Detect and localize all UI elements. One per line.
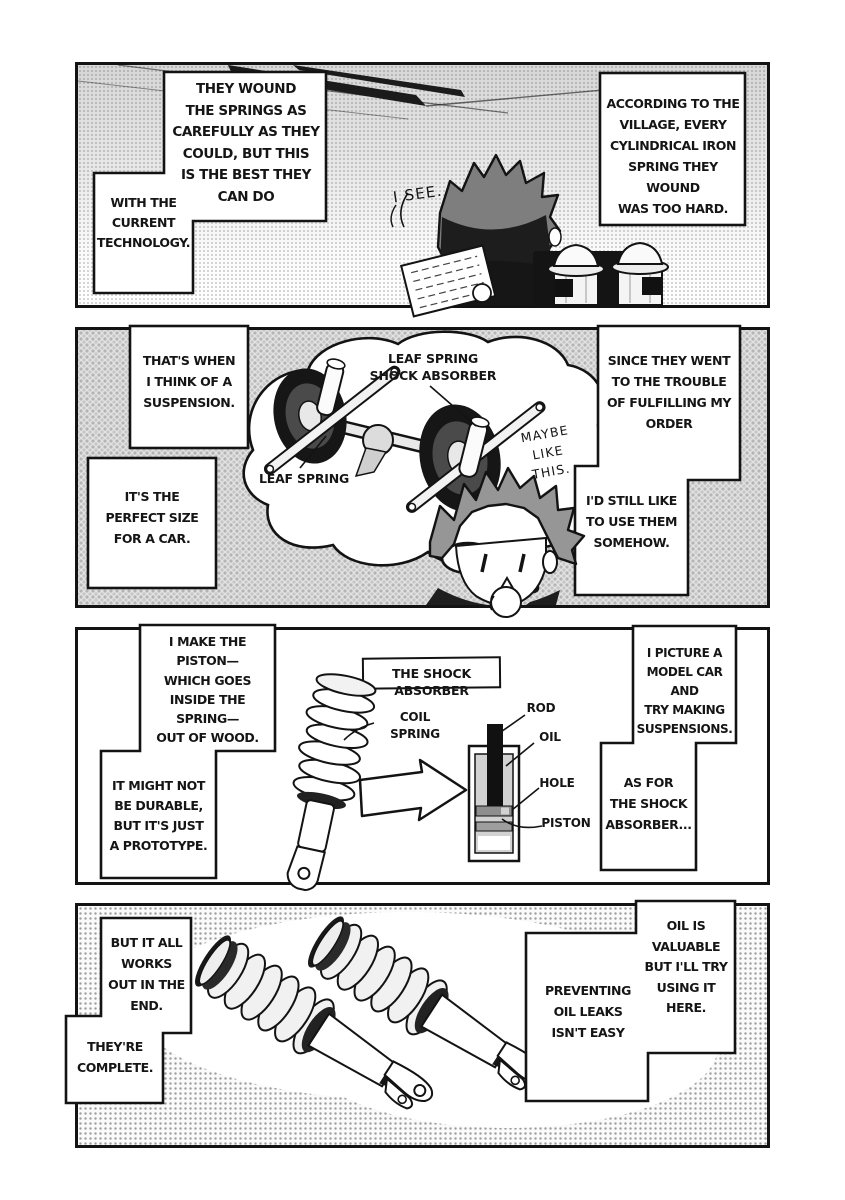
- motion-line: [400, 192, 409, 228]
- speech-text-technology: WITH THE CURRENT TECHNOLOGY.: [96, 195, 191, 250]
- label-pointer: [299, 435, 327, 469]
- label-pointer: [429, 385, 477, 427]
- diagram-label-leaf-spring: LEAF SPRING: [258, 471, 350, 486]
- speech-text-perfect-size: IT'S THE PERFECT SIZE FOR A CAR.: [105, 489, 199, 546]
- speech-text-according: ACCORDING TO THE VILLAGE, EVERY CYLINDRI…: [606, 96, 740, 216]
- speech-text-piston-wood: I MAKE THE PISTON— WHICH GOES INSIDE THE…: [156, 634, 259, 746]
- panel-3: I MAKE THE PISTON— WHICH GOES INSIDE THE…: [75, 623, 770, 892]
- pointer-lines: [343, 714, 543, 829]
- hair: [428, 466, 586, 566]
- big-arrow: [358, 758, 468, 822]
- speech-text-oil-leaks: PREVENTING OIL LEAKS ISN'T EASY: [545, 983, 631, 1040]
- eye-right: [518, 553, 526, 573]
- boy-reading-back-view: [390, 153, 564, 318]
- speech-text-prototype: IT MIGHT NOT BE DURABLE, BUT IT'S JUST A…: [109, 778, 208, 853]
- diagram-title: THE SHOCK ABSORBER: [391, 666, 472, 698]
- speech-bubble-model-asfor: [599, 624, 738, 872]
- panel-2-art: [86, 324, 742, 618]
- eye-left: [480, 553, 488, 573]
- shoulder: [426, 588, 488, 605]
- diagram-label-oil: OIL: [539, 730, 561, 744]
- speech-bubble-since-still: [573, 324, 742, 597]
- speech-text-works-out: BUT IT ALL WORKS OUT IN THE END.: [108, 935, 185, 1013]
- hole-gap: [501, 807, 509, 815]
- rod: [487, 724, 503, 806]
- thumb: [489, 595, 495, 611]
- speech-bubble-thats-when: [128, 324, 250, 450]
- panel-1: THEY WOUND THE SPRINGS AS CAREFULLY AS T…: [75, 62, 770, 318]
- coil-spring-drawing: [286, 673, 377, 892]
- panel-4-art: [64, 899, 737, 1129]
- shock-cylinder-left: [316, 358, 346, 417]
- speech-text-wound: THEY WOUND THE SPRINGS AS CAREFULLY AS T…: [172, 81, 320, 205]
- diagram-label-leaf-spring-shock-absorber: LEAF SPRING SHOCK ABSORBER: [369, 351, 497, 383]
- paper: [399, 244, 497, 318]
- diagram-title-box: [361, 656, 502, 690]
- speech-bubble-wound-technology: [92, 70, 328, 295]
- speech-bubble-works-complete: [64, 916, 193, 1105]
- iron-springs: [533, 241, 669, 306]
- piston-upper: [475, 805, 513, 817]
- sfx-maybe-like-this: MAYBE LIKE THIS.: [519, 422, 572, 482]
- speech-text-model-car: I PICTURE A MODEL CAR AND TRY MAKING SUS…: [636, 646, 733, 736]
- axle-cone: [354, 447, 388, 478]
- speech-text-thats-when: THAT'S WHEN I THINK OF A SUSPENSION.: [142, 353, 236, 410]
- speech-text-complete: THEY'RE COMPLETE.: [76, 1039, 154, 1075]
- shock-absorber-cross-section: [467, 724, 521, 863]
- ear: [542, 550, 558, 574]
- panel-1-art: [77, 64, 747, 318]
- panel-3-art: [99, 623, 738, 892]
- diagram-label-piston: PISTON: [541, 816, 591, 830]
- shoulder: [526, 590, 560, 605]
- diagram-label-hole: HOLE: [539, 776, 575, 790]
- spring-cylinder: [611, 241, 669, 306]
- shock-cylinder-right: [458, 416, 490, 478]
- leaf-spring-left: [263, 365, 401, 475]
- piston-lower: [475, 821, 513, 832]
- diagram-label-coil-spring: COIL SPRING: [390, 710, 440, 741]
- panel-4: BUT IT ALL WORKS OUT IN THE END. THEY'RE…: [64, 899, 770, 1148]
- speech-text-still-use: I'D STILL LIKE TO USE THEM SOMEHOW.: [585, 493, 678, 550]
- spring-cylinder: [547, 243, 605, 306]
- speech-text-as-for: AS FOR THE SHOCK ABSORBER...: [605, 775, 692, 832]
- fist: [490, 586, 522, 618]
- speech-bubble-according: [598, 71, 747, 227]
- speech-bubble-piston-prototype: [99, 623, 277, 880]
- hand: [472, 283, 492, 303]
- speech-bubble-perfect-size: [86, 456, 218, 590]
- diagram-label-rod: ROD: [526, 701, 556, 715]
- motion-line: [390, 204, 397, 228]
- ear: [548, 227, 562, 247]
- speech-text-oil-valuable: OIL IS VALUABLE BUT I'LL TRY USING IT HE…: [644, 918, 728, 1015]
- panel-2: THAT'S WHEN I THINK OF A SUSPENSION. IT'…: [75, 324, 770, 618]
- speech-text-since: SINCE THEY WENT TO THE TROUBLE OF FULFIL…: [606, 353, 732, 431]
- speech-bubble-oil: [524, 899, 737, 1103]
- boy-thinking: [426, 466, 586, 618]
